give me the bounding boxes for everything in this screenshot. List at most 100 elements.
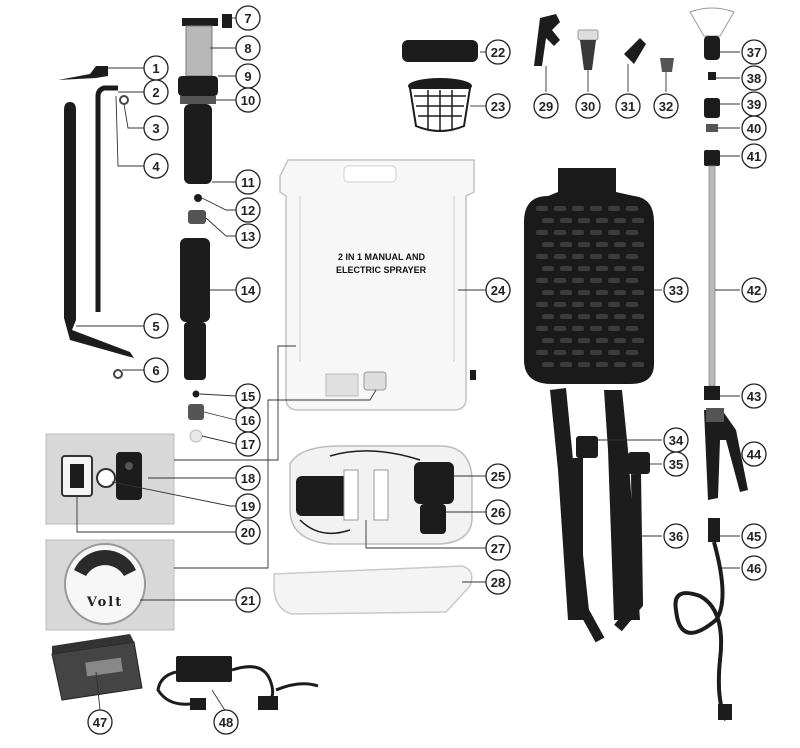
callout-32: 32 — [653, 93, 679, 119]
callout-badges: 1234567891011121314151617181920212223242… — [87, 5, 767, 735]
callout-47: 47 — [87, 709, 113, 735]
callout-41: 41 — [741, 143, 767, 169]
callout-26: 26 — [485, 499, 511, 525]
callout-18: 18 — [235, 465, 261, 491]
callout-34: 34 — [663, 427, 689, 453]
svg-text:14: 14 — [241, 283, 256, 298]
svg-text:18: 18 — [241, 471, 255, 486]
svg-text:5: 5 — [152, 319, 159, 334]
svg-text:45: 45 — [747, 529, 761, 544]
callout-9: 9 — [235, 63, 261, 89]
svg-text:11: 11 — [241, 175, 255, 190]
svg-text:22: 22 — [491, 45, 505, 60]
callout-5: 5 — [143, 313, 169, 339]
svg-text:7: 7 — [244, 11, 251, 26]
svg-text:44: 44 — [747, 447, 762, 462]
svg-text:10: 10 — [241, 93, 255, 108]
leader-lines — [76, 17, 748, 713]
callout-42: 42 — [741, 277, 767, 303]
svg-text:4: 4 — [152, 159, 160, 174]
tank-lid-and-strainer — [402, 40, 478, 132]
callout-36: 36 — [663, 523, 689, 549]
volt-gauge-inset: Volt — [45, 539, 175, 631]
charger — [156, 656, 319, 710]
svg-text:47: 47 — [93, 715, 107, 730]
callout-33: 33 — [663, 277, 689, 303]
spray-lance — [689, 7, 735, 400]
callout-25: 25 — [485, 463, 511, 489]
back-pad — [524, 168, 654, 384]
svg-text:48: 48 — [219, 715, 233, 730]
svg-text:31: 31 — [621, 99, 635, 114]
svg-text:23: 23 — [491, 99, 505, 114]
pump-housing — [289, 445, 473, 545]
callout-11: 11 — [235, 169, 261, 195]
pump-cylinder-lower — [180, 238, 210, 443]
callout-14: 14 — [235, 277, 261, 303]
callout-40: 40 — [741, 115, 767, 141]
svg-text:29: 29 — [539, 99, 553, 114]
callout-1: 1 — [143, 55, 169, 81]
svg-text:30: 30 — [581, 99, 595, 114]
callout-39: 39 — [741, 91, 767, 117]
svg-text:3: 3 — [152, 121, 159, 136]
callout-31: 31 — [615, 93, 641, 119]
svg-text:35: 35 — [669, 457, 683, 472]
svg-text:38: 38 — [747, 71, 761, 86]
callout-21: 21 — [235, 587, 261, 613]
svg-text:28: 28 — [491, 575, 505, 590]
volt-gauge-label: Volt — [86, 595, 124, 610]
svg-text:21: 21 — [241, 593, 255, 608]
nozzle-set — [534, 14, 674, 72]
svg-text:40: 40 — [747, 121, 761, 136]
svg-text:39: 39 — [747, 97, 761, 112]
callout-44: 44 — [741, 441, 767, 467]
svg-text:34: 34 — [669, 433, 684, 448]
svg-text:20: 20 — [241, 525, 255, 540]
svg-text:46: 46 — [747, 561, 761, 576]
svg-text:42: 42 — [747, 283, 761, 298]
svg-text:1: 1 — [152, 61, 159, 76]
bottom-cover — [273, 565, 473, 615]
pump-cylinder-upper — [178, 14, 232, 224]
callout-29: 29 — [533, 93, 559, 119]
svg-text:25: 25 — [491, 469, 505, 484]
tank-label-line2: ELECTRIC SPRAYER — [336, 265, 427, 275]
callout-22: 22 — [485, 39, 511, 65]
svg-text:19: 19 — [241, 499, 255, 514]
callout-35: 35 — [663, 451, 689, 477]
callout-7: 7 — [235, 5, 261, 31]
svg-text:41: 41 — [747, 149, 761, 164]
callout-16: 16 — [235, 407, 261, 433]
trigger-handle — [704, 408, 748, 500]
svg-text:32: 32 — [659, 99, 673, 114]
tank-label-line1: 2 IN 1 MANUAL AND — [338, 252, 426, 262]
callout-4: 4 — [143, 153, 169, 179]
callout-19: 19 — [235, 493, 261, 519]
pump-handle-lever — [58, 66, 134, 379]
callout-15: 15 — [235, 383, 261, 409]
callout-30: 30 — [575, 93, 601, 119]
callout-48: 48 — [213, 709, 239, 735]
svg-text:24: 24 — [491, 283, 506, 298]
callout-10: 10 — [235, 87, 261, 113]
svg-text:6: 6 — [152, 363, 159, 378]
svg-text:8: 8 — [244, 41, 251, 56]
callout-20: 20 — [235, 519, 261, 545]
svg-text:27: 27 — [491, 541, 505, 556]
spray-tank: 2 IN 1 MANUAL AND ELECTRIC SPRAYER — [279, 159, 476, 411]
svg-text:13: 13 — [241, 229, 255, 244]
svg-text:12: 12 — [241, 203, 255, 218]
callout-37: 37 — [741, 39, 767, 65]
svg-text:33: 33 — [669, 283, 683, 298]
battery — [51, 634, 143, 701]
callout-38: 38 — [741, 65, 767, 91]
callout-24: 24 — [485, 277, 511, 303]
callout-28: 28 — [485, 569, 511, 595]
svg-text:2: 2 — [152, 85, 159, 100]
svg-text:9: 9 — [244, 69, 251, 84]
callout-2: 2 — [143, 79, 169, 105]
callout-23: 23 — [485, 93, 511, 119]
callout-43: 43 — [741, 383, 767, 409]
